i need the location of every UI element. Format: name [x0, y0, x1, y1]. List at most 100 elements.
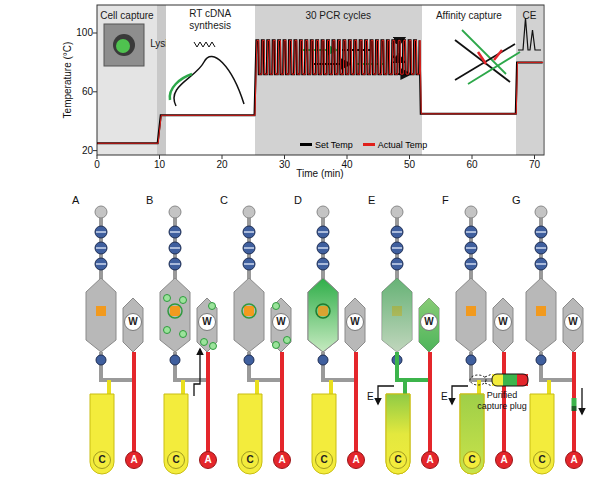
product-flow: [397, 352, 428, 380]
reservoir-label: A: [126, 452, 142, 468]
sample-reservoir: C: [241, 451, 259, 469]
legend-label: Actual Temp: [378, 140, 427, 150]
tick-mark: [97, 155, 98, 159]
reservoir-label: A: [422, 452, 438, 468]
phase-label: RT cDNA synthesis: [172, 8, 248, 32]
sample-reservoir: C: [167, 451, 185, 469]
tick-label: 100: [73, 27, 93, 39]
tick-mark: [159, 155, 160, 159]
callout-text: Purified capture plug: [475, 390, 529, 412]
capture-plug: [572, 406, 577, 411]
reservoir-label: A: [200, 452, 216, 468]
tick-label: 50: [398, 159, 422, 171]
cell: [164, 327, 171, 334]
captured-cell: [168, 304, 182, 318]
waste-reservoir: W: [420, 313, 438, 331]
phase-label: 30 PCR cycles: [288, 10, 388, 22]
legend-swatch: [363, 143, 375, 146]
tick-label: 20: [210, 159, 234, 171]
legend: Set Temp Actual Temp: [300, 139, 437, 150]
capture-probe: [455, 44, 515, 80]
waste-reservoir: W: [346, 313, 364, 331]
waste-reservoir: W: [564, 313, 582, 331]
zoom-line: [485, 374, 492, 377]
waste-reservoir: W: [198, 313, 216, 331]
reservoir-label: C: [168, 452, 184, 468]
capture-spot: [318, 306, 328, 316]
device-outline: [234, 206, 291, 474]
tick-mark: [347, 155, 348, 159]
panel-letter: D: [294, 194, 308, 207]
waste-reservoir: W: [272, 313, 290, 331]
phase-band: 30 PCR cycles: [255, 5, 423, 155]
axis-title: Time (min): [280, 168, 360, 180]
phase-label: Affinity capture: [424, 10, 514, 22]
reservoir-label: C: [534, 452, 550, 468]
sample-reservoir: C: [315, 451, 333, 469]
anode-reservoir: A: [495, 451, 513, 469]
temperature-line: [97, 40, 543, 143]
tick-label: 20: [73, 145, 93, 157]
panel-a: [86, 206, 143, 474]
reservoir-label: A: [566, 452, 582, 468]
panel-b: [160, 206, 217, 474]
flow-label: E: [441, 391, 450, 403]
anode-reservoir: A: [199, 451, 217, 469]
reservoir-label: A: [274, 452, 290, 468]
tick-mark: [93, 33, 97, 34]
cell-image: [104, 24, 144, 66]
cell: [273, 303, 280, 310]
temperature-trace: [97, 40, 543, 143]
capture-probe: [494, 50, 502, 60]
plot-frame: [97, 5, 544, 155]
rna-strand: [170, 74, 192, 100]
flow-arrow: [378, 386, 394, 404]
tick-mark: [93, 91, 97, 92]
panel-c: [234, 206, 291, 474]
capture-probe: [468, 52, 520, 84]
electropherogram-peak: [518, 18, 541, 50]
reservoir-label: W: [495, 314, 511, 330]
cell-image: [104, 24, 144, 66]
cell: [210, 343, 217, 350]
reservoir-label: C: [464, 452, 480, 468]
temperature-line: [98, 40, 544, 143]
sample-reservoir: C: [533, 451, 551, 469]
reservoir-label: A: [348, 452, 364, 468]
phase-label: Cell capture: [92, 10, 162, 22]
sample-reservoir: C: [389, 451, 407, 469]
panel-letter: F: [442, 194, 456, 207]
tick-mark: [409, 155, 410, 159]
tick-label: 60: [460, 159, 484, 171]
capture-probe: [462, 30, 506, 74]
panel-letter: G: [512, 194, 526, 207]
zoom-marker: [470, 375, 486, 385]
cell: [201, 339, 208, 346]
tick-label: 70: [523, 159, 547, 171]
reservoir-label: W: [273, 314, 289, 330]
anode-reservoir: A: [421, 451, 439, 469]
product-flow: [403, 380, 407, 394]
zoom-line: [485, 383, 492, 386]
panel-f: [452, 206, 528, 474]
cell: [284, 337, 291, 344]
plug-segment: [503, 374, 517, 386]
tick-mark: [222, 155, 223, 159]
reservoir-label: W: [421, 314, 437, 330]
anode-reservoir: A: [565, 451, 583, 469]
waste-reservoir: W: [494, 313, 512, 331]
flow-arrow: [581, 388, 582, 414]
device-outline: [160, 206, 217, 474]
reservoir-label: C: [316, 452, 332, 468]
capture-plug: [492, 374, 528, 386]
tick-label: 30: [273, 159, 297, 171]
panel-e: [378, 206, 439, 474]
legend-label: Set Temp: [315, 140, 353, 150]
device-outline: [86, 206, 143, 474]
sample-reservoir: C: [463, 451, 481, 469]
reservoir-label: W: [347, 314, 363, 330]
anode-reservoir: A: [125, 451, 143, 469]
device-outline: [382, 206, 439, 474]
